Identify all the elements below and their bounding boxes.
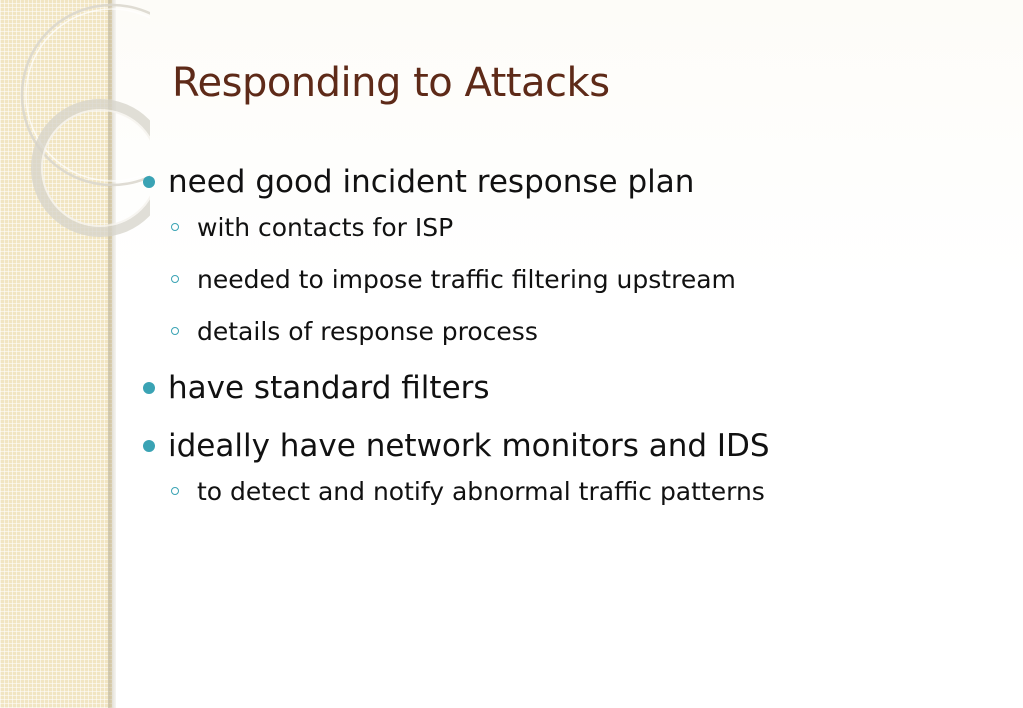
filled-circle-bullet-icon xyxy=(143,176,155,188)
sub-bullet-text: to detect and notify abnormal traffic pa… xyxy=(197,477,765,506)
bullet-text: have standard filters xyxy=(168,370,490,406)
hollow-circle-bullet-icon xyxy=(171,327,179,335)
sub-bullet-text: needed to impose traffic filtering upstr… xyxy=(197,265,736,294)
filled-circle-bullet-icon xyxy=(143,382,155,394)
sub-bullet-item: to detect and notify abnormal traffic pa… xyxy=(168,472,1000,512)
content-background xyxy=(116,0,1023,708)
hollow-circle-bullet-icon xyxy=(171,223,179,231)
bullet-text: need good incident response plan xyxy=(168,164,695,200)
slide-title: Responding to Attacks xyxy=(172,60,610,106)
sub-bullet-text: with contacts for ISP xyxy=(197,213,454,242)
bullet-text: ideally have network monitors and IDS xyxy=(168,428,770,464)
sub-bullet-list: to detect and notify abnormal traffic pa… xyxy=(168,472,1000,512)
hollow-circle-bullet-icon xyxy=(171,487,179,495)
bullet-item: ideally have network monitors and IDS to… xyxy=(140,424,1000,512)
sub-bullet-text: details of response process xyxy=(197,317,538,346)
sub-bullet-list: with contacts for ISP needed to impose t… xyxy=(168,208,1000,352)
decorative-rings-icon xyxy=(20,3,150,237)
hollow-circle-bullet-icon xyxy=(171,275,179,283)
bullet-item: need good incident response plan with co… xyxy=(140,160,1000,352)
sub-bullet-item: with contacts for ISP xyxy=(168,208,1000,248)
bullet-item: have standard filters xyxy=(140,366,1000,410)
filled-circle-bullet-icon xyxy=(143,440,155,452)
sub-bullet-item: needed to impose traffic filtering upstr… xyxy=(168,260,1000,300)
bullet-list: need good incident response plan with co… xyxy=(140,160,1000,512)
side-strip-shadow xyxy=(108,0,118,708)
sub-bullet-item: details of response process xyxy=(168,312,1000,352)
